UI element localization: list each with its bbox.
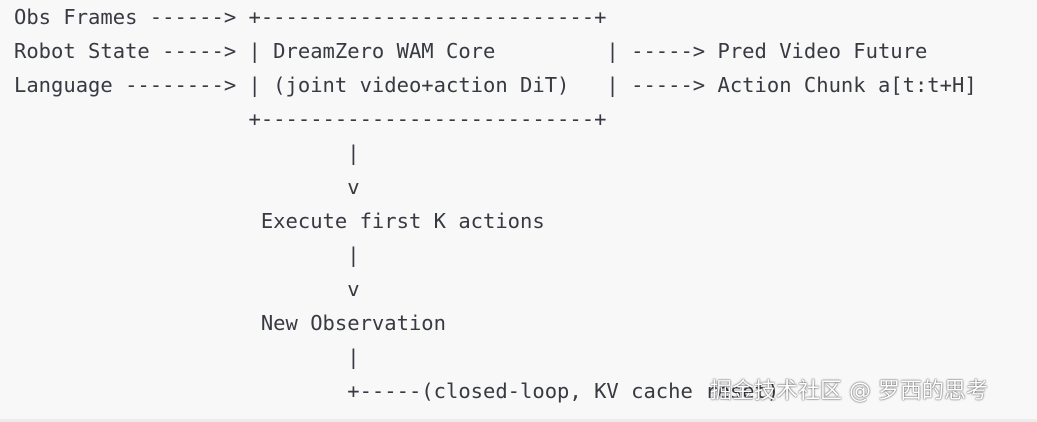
diagram-line-box-bottom: +---------------------------+ (14, 107, 607, 131)
ascii-diagram: Obs Frames ------> +--------------------… (14, 0, 977, 408)
bottom-divider (0, 419, 1037, 422)
diagram-line-new-observation: New Observation (14, 311, 446, 335)
diagram-line-closed-loop: +-----(closed-loop, KV cache reset) (14, 379, 780, 403)
diagram-line-robot-state: Robot State -----> | DreamZero WAM Core … (14, 39, 928, 63)
diagram-line-obs-frames: Obs Frames ------> +--------------------… (14, 5, 607, 29)
diagram-line-arrow-1: v (14, 175, 360, 199)
diagram-line-connector-2: | (14, 243, 360, 267)
diagram-line-language: Language --------> | (joint video+action… (14, 73, 977, 97)
diagram-line-connector-1: | (14, 141, 360, 165)
watermark: 掘金技术社区 @ 罗西的思考 (710, 379, 988, 404)
diagram-line-arrow-2: v (14, 277, 360, 301)
diagram-line-connector-3: | (14, 345, 360, 369)
diagram-line-execute-actions: Execute first K actions (14, 209, 545, 233)
